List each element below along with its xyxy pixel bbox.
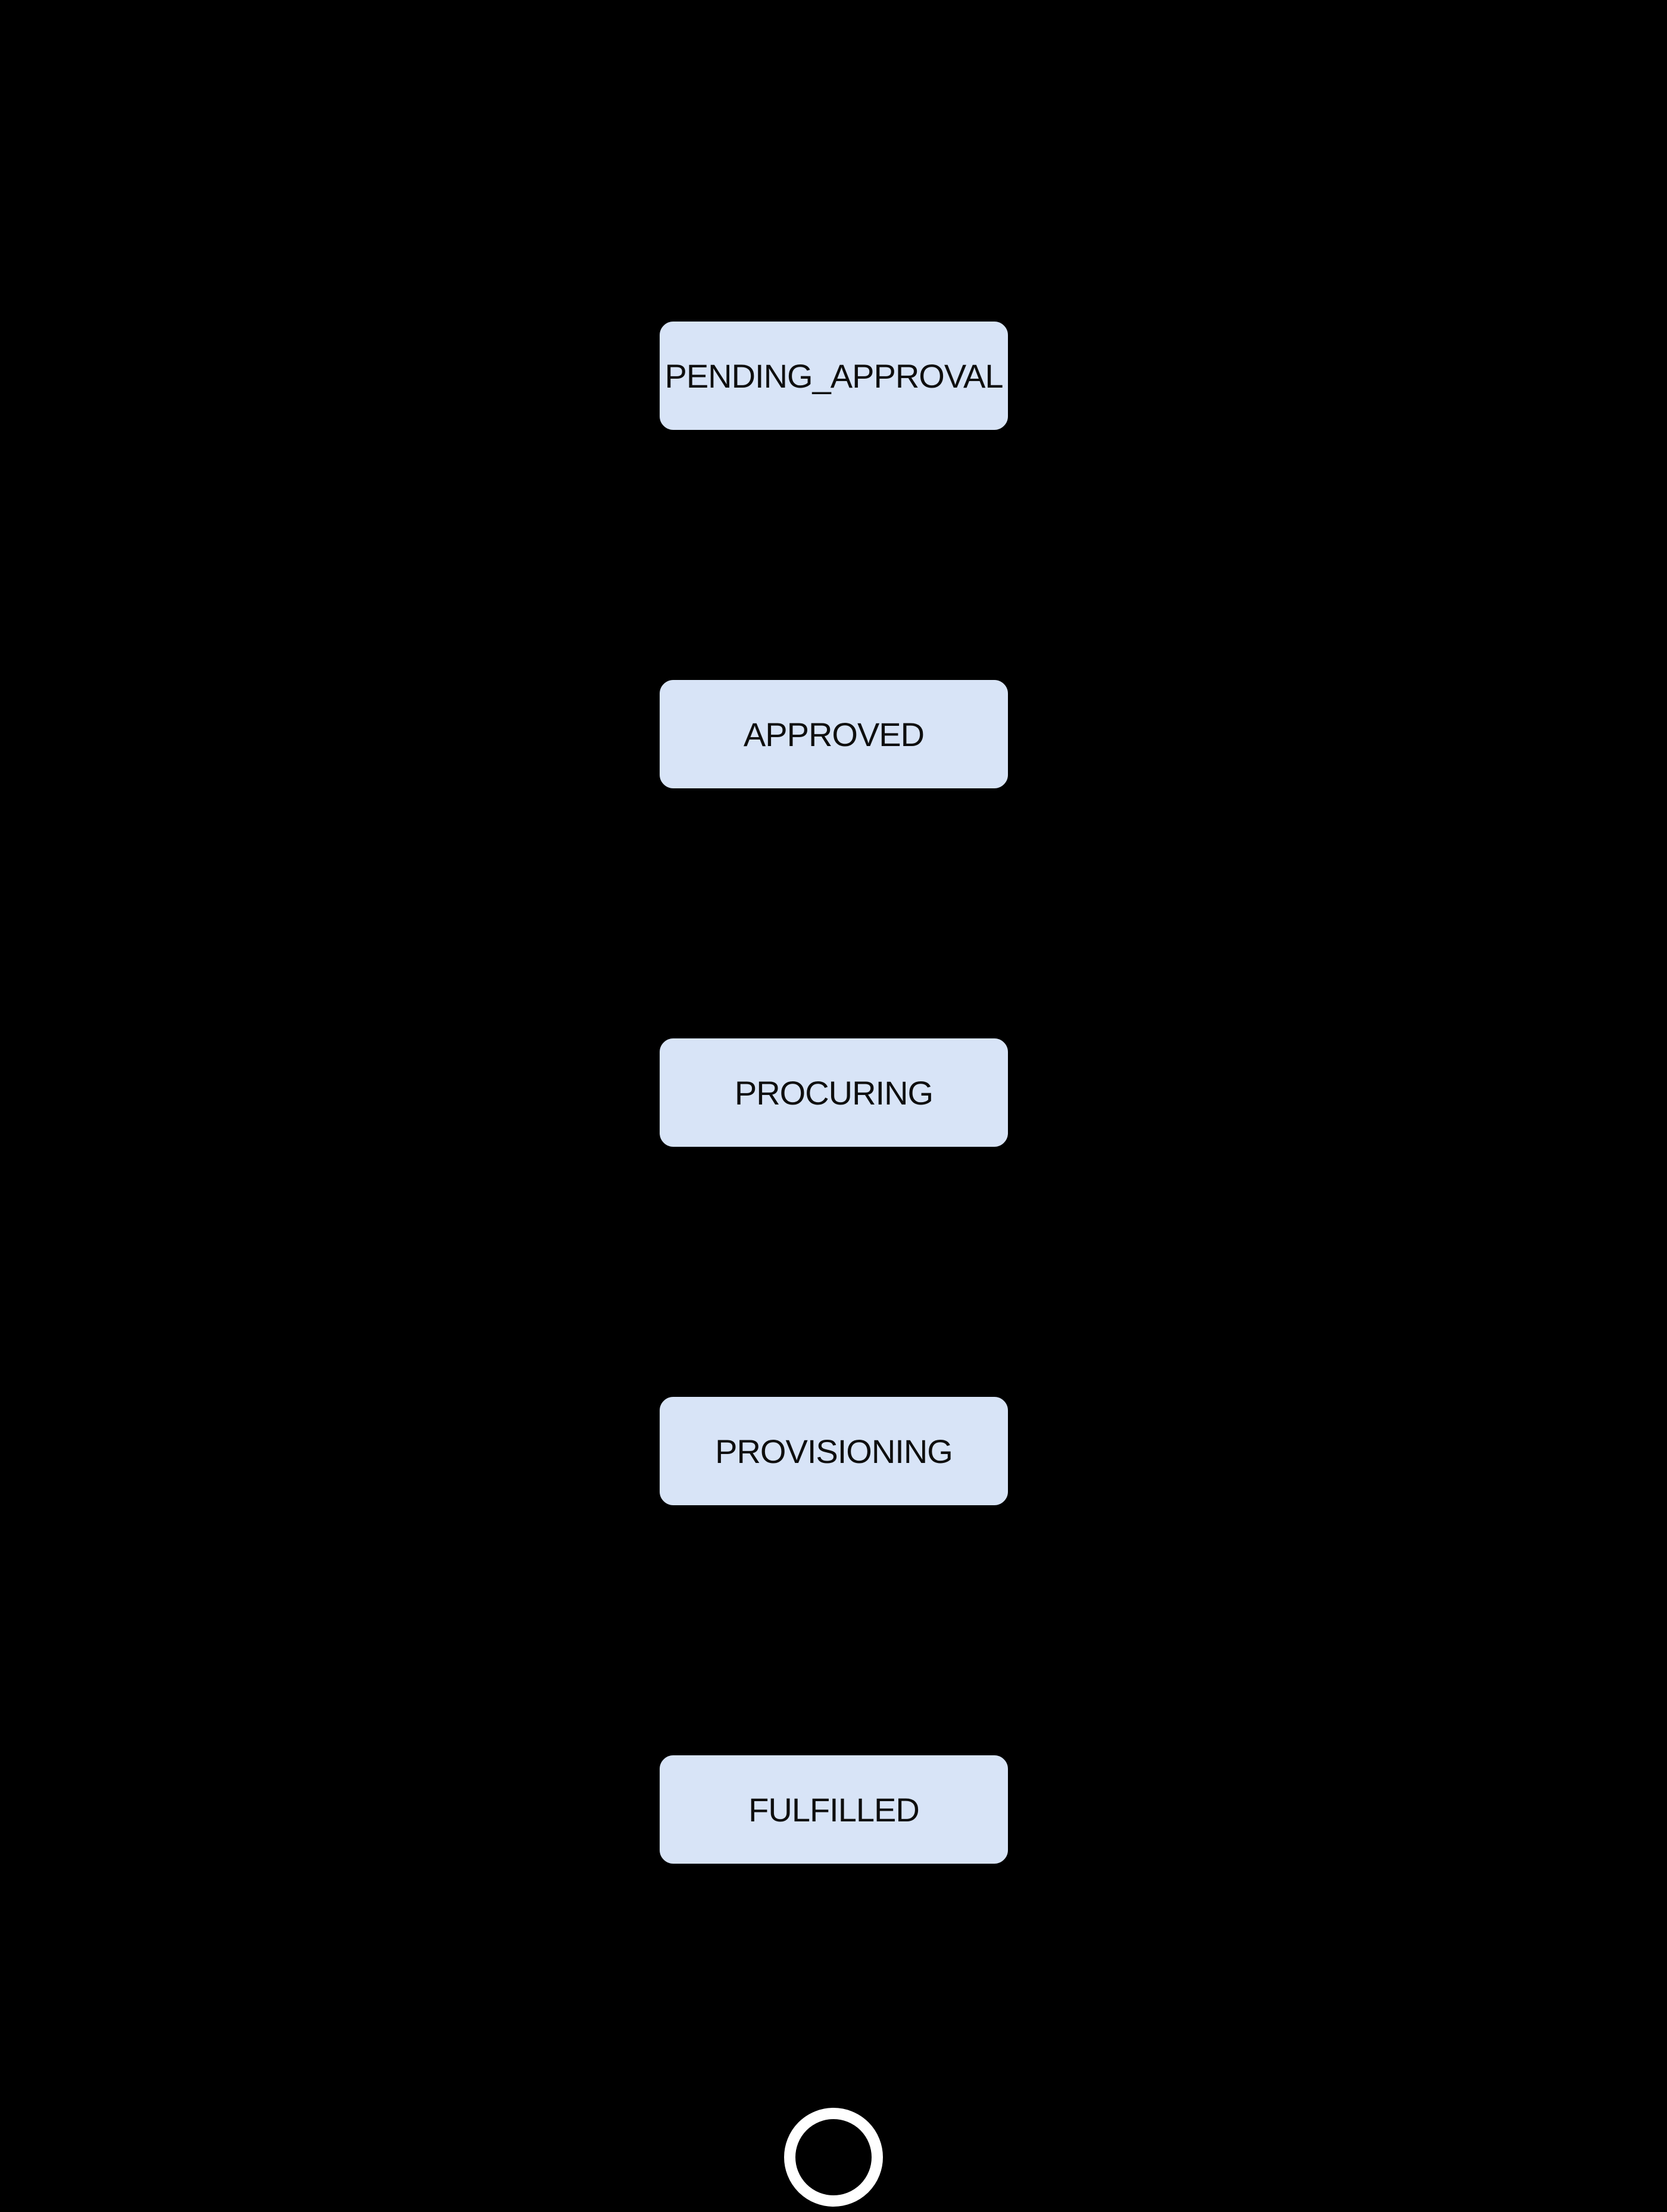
state-node-procuring: PROCURING bbox=[658, 1037, 1010, 1149]
state-node-fulfilled: FULFILLED bbox=[658, 1754, 1010, 1865]
state-node-pending-approval: PENDING_APPROVAL bbox=[658, 320, 1010, 432]
state-label: PROVISIONING bbox=[715, 1432, 953, 1470]
state-node-approved: APPROVED bbox=[658, 678, 1010, 790]
state-label: PENDING_APPROVAL bbox=[664, 357, 1003, 395]
state-node-provisioning: PROVISIONING bbox=[658, 1395, 1010, 1507]
state-label: FULFILLED bbox=[748, 1790, 920, 1829]
end-state-ring-icon bbox=[784, 2108, 883, 2207]
state-label: APPROVED bbox=[743, 715, 925, 753]
state-label: PROCURING bbox=[734, 1074, 934, 1112]
